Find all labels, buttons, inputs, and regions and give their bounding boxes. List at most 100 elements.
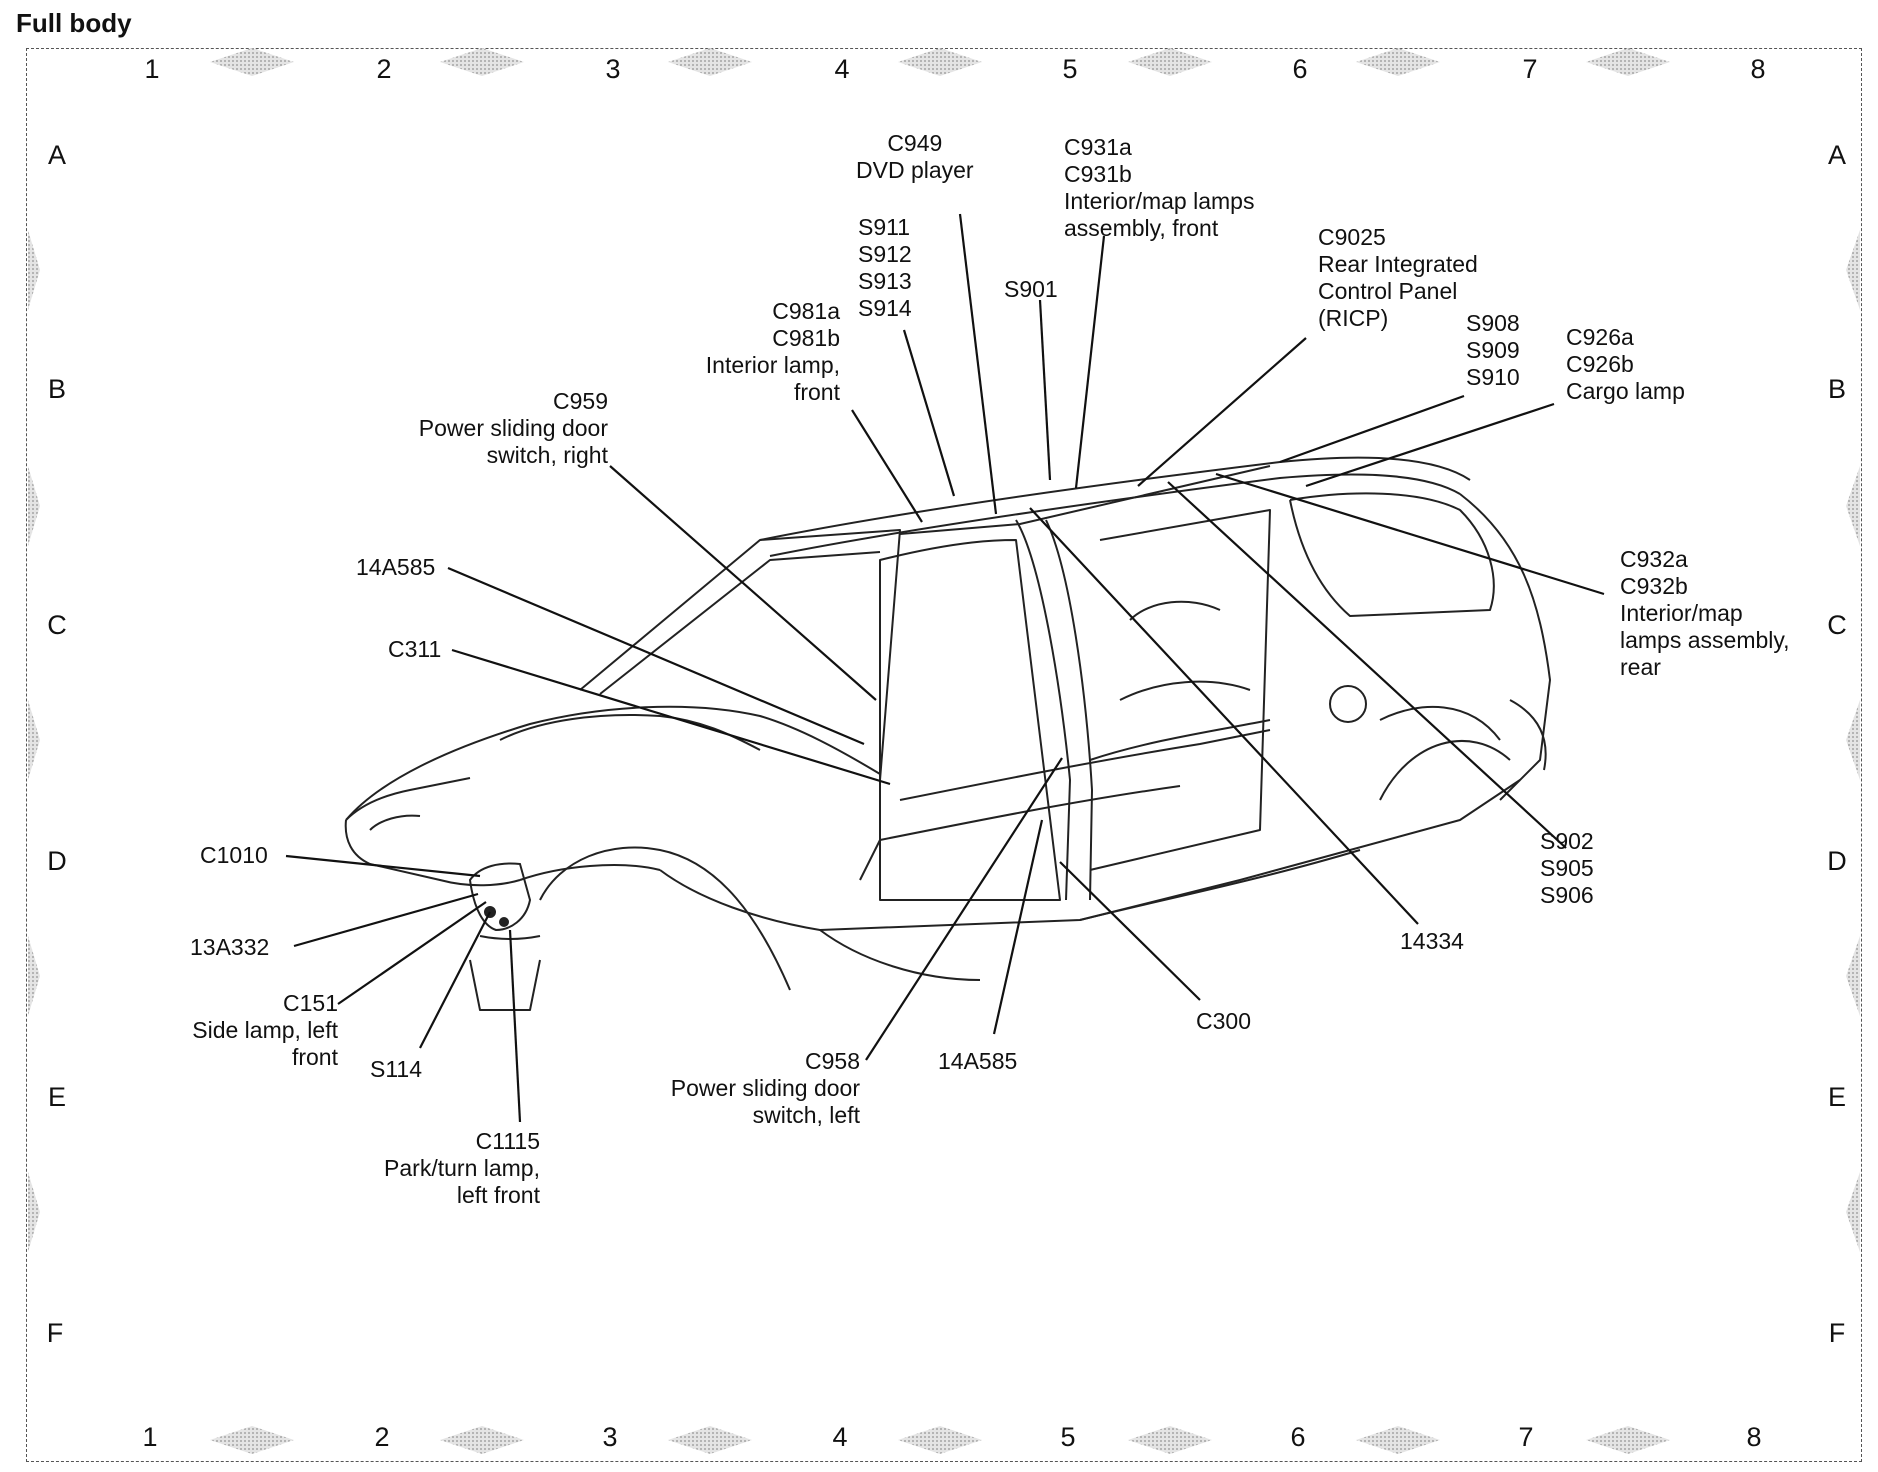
vehicle-outline bbox=[344, 456, 1551, 1011]
callout-text: switch, left bbox=[752, 1102, 860, 1128]
row-label-right: C bbox=[1827, 610, 1847, 640]
callout-text: Side lamp, left bbox=[192, 1017, 338, 1043]
callout-text: C932a bbox=[1620, 546, 1688, 572]
callout-c151: C151 Side lamp, left front bbox=[156, 990, 338, 1071]
callout-text: Control Panel bbox=[1318, 278, 1458, 304]
callout-14a585-lower: 14A585 bbox=[938, 1048, 1017, 1075]
callout-text: front bbox=[291, 1044, 338, 1070]
callout-text: C958 bbox=[805, 1048, 860, 1074]
column-label-top: 1 bbox=[144, 54, 160, 84]
callout-text: DVD player bbox=[856, 157, 974, 183]
row-label-left: A bbox=[47, 140, 66, 170]
callout-13a332: 13A332 bbox=[190, 934, 269, 961]
callout-text: S902 bbox=[1540, 828, 1594, 854]
callout-text: C926b bbox=[1566, 351, 1634, 377]
callout-c959: C959 Power sliding door switch, right bbox=[384, 388, 608, 469]
column-label-top: 5 bbox=[1062, 54, 1078, 84]
callout-text: C981b bbox=[772, 325, 840, 351]
callout-text: Cargo lamp bbox=[1566, 378, 1685, 404]
row-label-left: E bbox=[47, 1082, 66, 1112]
row-label-right: F bbox=[1828, 1318, 1846, 1348]
callout-text: S910 bbox=[1466, 364, 1520, 390]
callout-text: S905 bbox=[1540, 855, 1594, 881]
callout-text: 13A332 bbox=[190, 934, 270, 960]
row-label-right: B bbox=[1827, 374, 1846, 404]
callout-text: 14A585 bbox=[938, 1048, 1018, 1074]
callout-text: S908 bbox=[1466, 310, 1520, 336]
row-label-left: C bbox=[47, 610, 67, 640]
callout-text: S913 bbox=[858, 268, 912, 294]
callout-text: C949 bbox=[887, 130, 943, 156]
callout-text: C926a bbox=[1566, 324, 1634, 350]
grid-markers bbox=[28, 48, 1860, 1454]
callout-s911: S911 S912 S913 S914 bbox=[858, 214, 912, 322]
callout-text: C932b bbox=[1620, 573, 1688, 599]
callout-text: rear bbox=[1620, 654, 1661, 680]
callout-c300: C300 bbox=[1196, 1008, 1251, 1035]
callout-text: (RICP) bbox=[1318, 305, 1389, 331]
callout-text: S906 bbox=[1540, 882, 1594, 908]
row-label-left: D bbox=[47, 846, 67, 876]
callout-c958: C958 Power sliding door switch, left bbox=[630, 1048, 860, 1129]
callout-text: C981a bbox=[772, 298, 840, 324]
callout-text: Power sliding door bbox=[670, 1075, 860, 1101]
callout-text: C9025 bbox=[1318, 224, 1386, 250]
column-label-bottom: 2 bbox=[374, 1422, 390, 1452]
callout-c311: C311 bbox=[388, 636, 441, 663]
column-label-bottom: 7 bbox=[1518, 1422, 1534, 1452]
callout-text: S911 bbox=[858, 214, 911, 240]
column-label-top: 6 bbox=[1292, 54, 1308, 84]
column-label-bottom: 3 bbox=[602, 1422, 618, 1452]
callout-text: C1115 bbox=[475, 1128, 540, 1154]
callout-text: front bbox=[793, 379, 840, 405]
callout-text: C931b bbox=[1064, 161, 1132, 187]
callout-text: Interior/map bbox=[1620, 600, 1743, 626]
callout-text: S912 bbox=[858, 241, 912, 267]
callout-c931: C931a C931b Interior/map lamps assembly,… bbox=[1064, 134, 1254, 242]
callout-14a585-upper: 14A585 bbox=[356, 554, 435, 581]
callout-c1115: C1115 Park/turn lamp, left front bbox=[340, 1128, 540, 1209]
callout-c932: C932a C932b Interior/map lamps assembly,… bbox=[1620, 546, 1790, 681]
callout-text: switch, right bbox=[486, 442, 608, 468]
callout-c981: C981a C981b Interior lamp, front bbox=[680, 298, 840, 406]
column-label-bottom: 6 bbox=[1290, 1422, 1306, 1452]
callout-text: C300 bbox=[1196, 1008, 1251, 1034]
row-label-left: B bbox=[47, 374, 66, 404]
callout-text: C959 bbox=[553, 388, 608, 414]
column-label-bottom: 1 bbox=[142, 1422, 158, 1452]
callout-text: 14A585 bbox=[356, 554, 436, 580]
callout-text: left front bbox=[456, 1182, 540, 1208]
callout-s902: S902 S905 S906 bbox=[1540, 828, 1594, 909]
callout-c1010: C1010 bbox=[200, 842, 268, 869]
column-label-bottom: 8 bbox=[1746, 1422, 1762, 1452]
callout-text: lamps assembly, bbox=[1620, 627, 1790, 653]
diagram-frame bbox=[26, 48, 1862, 1462]
column-label-top: 3 bbox=[605, 54, 621, 84]
callout-s114: S114 bbox=[370, 1056, 422, 1083]
row-label-left: F bbox=[46, 1318, 64, 1348]
column-label-top: 4 bbox=[834, 54, 850, 84]
callout-text: S901 bbox=[1004, 276, 1058, 302]
callout-text: C1010 bbox=[200, 842, 268, 868]
callout-text: S114 bbox=[370, 1056, 423, 1082]
column-label-top: 7 bbox=[1522, 54, 1538, 84]
callout-text: C311 bbox=[388, 636, 442, 662]
page-title: Full body bbox=[16, 8, 132, 38]
column-label-top: 8 bbox=[1750, 54, 1766, 84]
row-label-right: D bbox=[1827, 846, 1847, 876]
column-label-bottom: 5 bbox=[1060, 1422, 1076, 1452]
headlamp-assembly bbox=[468, 862, 532, 932]
row-label-right: A bbox=[1827, 140, 1846, 170]
callout-text: Power sliding door bbox=[418, 415, 608, 441]
callout-text: S914 bbox=[858, 295, 912, 321]
callout-text: C931a bbox=[1064, 134, 1132, 160]
callout-text: 14334 bbox=[1400, 928, 1464, 954]
callout-s901: S901 bbox=[1004, 276, 1058, 303]
callout-text: C151 bbox=[283, 990, 338, 1016]
callout-text: Interior/map lamps bbox=[1064, 188, 1255, 214]
callout-s908: S908 S909 S910 bbox=[1466, 310, 1520, 391]
callout-text: S909 bbox=[1466, 337, 1520, 363]
callout-text: Interior lamp, bbox=[705, 352, 840, 378]
column-label-bottom: 4 bbox=[832, 1422, 848, 1452]
